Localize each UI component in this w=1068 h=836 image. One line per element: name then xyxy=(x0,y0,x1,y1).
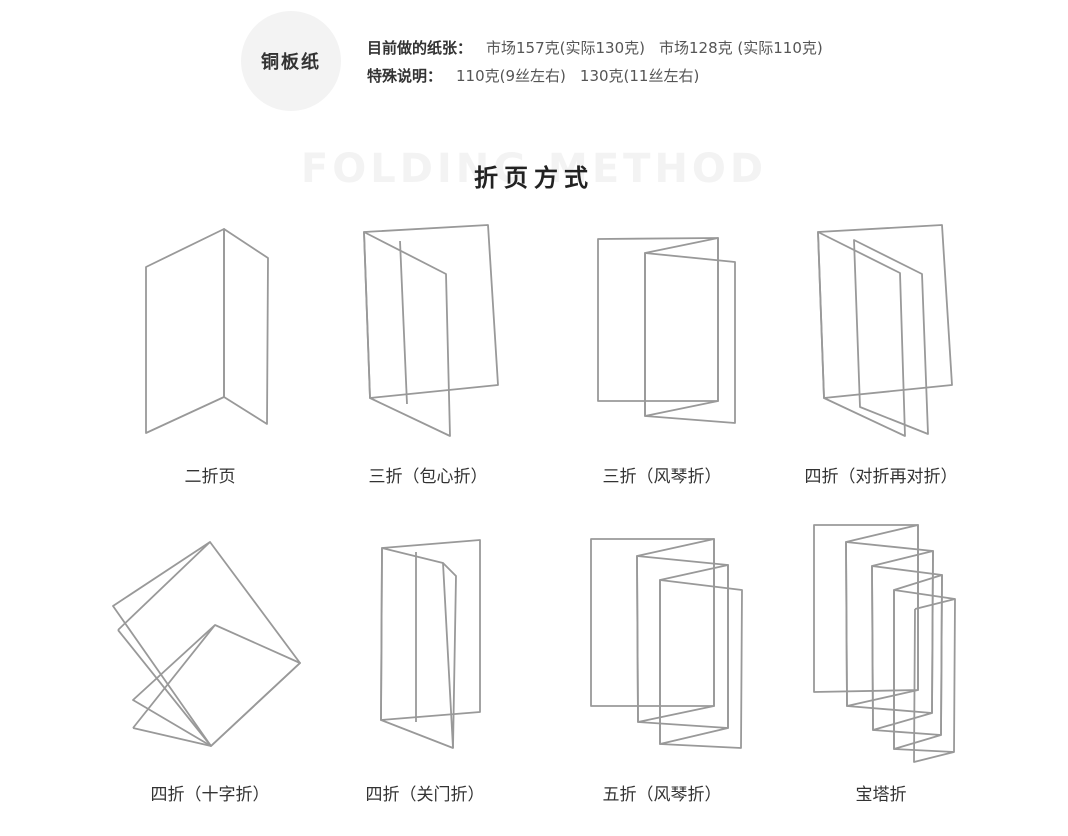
paper-type-badge: 铜板纸 xyxy=(241,11,341,111)
section-bg-word: FOLDING METHOD xyxy=(300,146,768,192)
fold-caption: 三折（包心折） xyxy=(368,467,488,487)
fold-accordion-five-icon xyxy=(590,538,743,749)
fold-caption: 四折（关门折） xyxy=(365,785,485,805)
section-title: 折页方式 xyxy=(474,164,594,192)
fold-caption: 宝塔折 xyxy=(855,785,907,805)
fold-caption: 二折页 xyxy=(184,467,236,487)
fold-roll-three-icon xyxy=(363,224,499,437)
special-note-line: 特殊说明： 110克(9丝左右) 130克(11丝左右) xyxy=(367,65,713,86)
current-paper-value-2: 市场128克 (实际110克) xyxy=(658,39,823,57)
current-paper-label: 目前做的纸张： xyxy=(367,39,473,57)
section-heading: FOLDING METHOD 折页方式 xyxy=(0,146,1068,196)
fold-double-parallel-icon xyxy=(817,224,953,437)
fold-caption: 四折（对折再对折） xyxy=(804,467,958,487)
fold-caption: 四折（十字折） xyxy=(150,785,270,805)
fold-caption: 三折（风琴折） xyxy=(602,467,722,487)
fold-gate-icon xyxy=(380,539,481,749)
fold-caption: 五折（风琴折） xyxy=(602,785,722,805)
special-note-label: 特殊说明： xyxy=(367,67,443,85)
fold-two-panel-icon xyxy=(145,228,269,434)
fold-accordion-three-icon xyxy=(597,237,736,424)
special-note-value-2: 130克(11丝左右) xyxy=(579,67,700,85)
special-note-value-1: 110克(9丝左右) xyxy=(456,67,566,85)
current-paper-line: 目前做的纸张： 市场157克(实际130克) 市场128克 (实际110克) xyxy=(367,37,837,58)
fold-cross-icon xyxy=(112,541,301,747)
current-paper-value-1: 市场157克(实际130克) xyxy=(486,39,645,57)
fold-pagoda-icon xyxy=(813,524,956,763)
